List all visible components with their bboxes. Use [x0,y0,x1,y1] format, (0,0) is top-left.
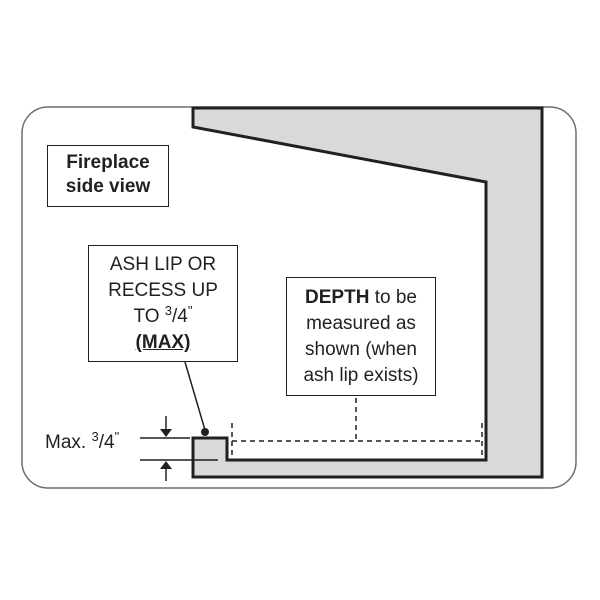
depth-dashed-lines [231,398,483,458]
title-box: Fireplace side view [47,145,169,207]
dim-inch-mark: " [114,429,120,444]
depth-line1: DEPTH to be [287,285,435,311]
depth-bold: DEPTH [305,287,370,308]
title-line2: side view [65,176,151,197]
dimension-arrows [140,416,218,481]
depth-line3: shown (when [305,339,417,360]
dim-frac-num: 3 [91,429,99,444]
depth-box: DEPTH to be measured as shown (when ash … [286,277,436,396]
title-line1: Fireplace [66,152,150,173]
ash-lip-max: (MAX) [135,332,191,353]
ash-lip-line3: TO 3/4" [89,304,237,330]
frac-num: 3 [164,303,173,318]
fireplace-wall [191,106,544,479]
leader-line [184,361,206,431]
ash-lip-to: TO [133,306,160,327]
frac-den: /4 [172,306,188,327]
inch-mark: " [187,303,193,318]
max-text: Max. [45,432,87,453]
ash-lip-line1: ASH LIP OR [109,254,217,275]
leader-dot [201,428,209,436]
ash-lip-line2: RECESS UP [108,280,218,301]
depth-rest: to be [369,287,417,308]
dimension-label: Max. 3/4" [45,429,120,454]
ash-lip-box: ASH LIP OR RECESS UP TO 3/4" (MAX) [88,245,238,362]
depth-line2: measured as [306,313,416,334]
depth-line4: ash lip exists) [303,365,419,386]
dim-frac-den: /4 [98,432,115,453]
